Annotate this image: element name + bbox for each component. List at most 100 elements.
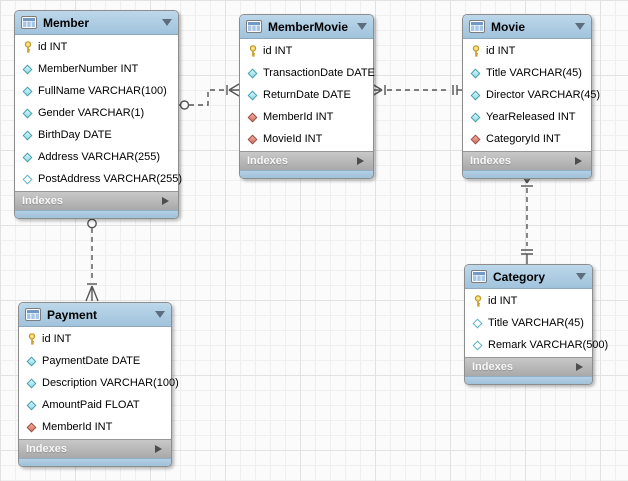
column-row[interactable]: PaymentDate DATE: [19, 350, 171, 372]
column-row[interactable]: Title VARCHAR(45): [465, 312, 592, 334]
table-header[interactable]: Category: [465, 265, 592, 289]
primary-key-icon: [26, 332, 37, 345]
table-title: Payment: [47, 307, 98, 322]
table-bottom-strip: [465, 376, 592, 384]
table-bottom-strip: [463, 170, 591, 178]
expand-arrow-icon[interactable]: [575, 157, 582, 165]
column-row[interactable]: id INT: [465, 290, 592, 312]
table-category[interactable]: Category id INT Title VARCHAR(45) Remark V…: [464, 264, 608, 385]
indexes-bar[interactable]: Indexes: [465, 357, 592, 376]
foreign-key-icon: [26, 421, 37, 433]
relationship-movie-category[interactable]: [520, 172, 534, 264]
relationship-member-payment[interactable]: [85, 212, 99, 302]
crowfoot-icon: [85, 285, 99, 302]
indexes-bar[interactable]: Indexes: [463, 151, 591, 170]
column-row[interactable]: MovieId INT: [240, 128, 373, 150]
indexes-label: Indexes: [26, 443, 67, 455]
column-label: id INT: [486, 45, 516, 57]
column-label: MemberId INT: [263, 111, 334, 123]
table-header[interactable]: MemberMovie: [240, 15, 373, 39]
column-label: Title VARCHAR(45): [488, 317, 584, 329]
column-icon: [470, 111, 481, 123]
column-row[interactable]: YearReleased INT: [463, 106, 591, 128]
column-label: Director VARCHAR(45): [486, 89, 601, 101]
column-row[interactable]: id INT: [15, 36, 178, 58]
column-icon: [22, 85, 33, 97]
double-bar-icon: [521, 249, 533, 255]
collapse-arrow-icon[interactable]: [576, 273, 586, 280]
column-row[interactable]: MemberNumber INT: [15, 58, 178, 80]
column-label: CategoryId INT: [486, 133, 561, 145]
table-bottom-strip: [19, 458, 171, 466]
column-label: Remark VARCHAR(500): [488, 339, 609, 351]
column-row[interactable]: MemberId INT: [19, 416, 171, 438]
column-nullable-icon: [472, 317, 483, 329]
column-label: MemberNumber INT: [38, 63, 139, 75]
collapse-arrow-icon[interactable]: [162, 19, 172, 26]
column-row[interactable]: MemberId INT: [240, 106, 373, 128]
collapse-arrow-icon[interactable]: [575, 23, 585, 30]
column-row[interactable]: PostAddress VARCHAR(255): [15, 168, 182, 190]
primary-key-icon: [470, 44, 481, 57]
table-movie[interactable]: Movie id INT Title VARCHAR(45) Director VA…: [462, 14, 600, 179]
column-label: Description VARCHAR(100): [42, 377, 179, 389]
table-icon: [469, 20, 485, 33]
table-icon: [471, 270, 487, 283]
expand-arrow-icon[interactable]: [162, 197, 169, 205]
table-icon: [246, 20, 262, 33]
table-header[interactable]: Member: [15, 11, 178, 35]
column-row[interactable]: id INT: [240, 40, 373, 62]
expand-arrow-icon[interactable]: [576, 363, 583, 371]
column-row[interactable]: Remark VARCHAR(500): [465, 334, 608, 356]
column-icon: [247, 89, 258, 101]
column-row[interactable]: Description VARCHAR(100): [19, 372, 179, 394]
column-label: id INT: [38, 41, 68, 53]
column-row[interactable]: Director VARCHAR(45): [463, 84, 600, 106]
primary-key-icon: [472, 294, 483, 307]
column-row[interactable]: Title VARCHAR(45): [463, 62, 591, 84]
double-bar-icon: [452, 85, 458, 95]
column-icon: [22, 129, 33, 141]
column-list: id INT MemberNumber INT FullName VARCHAR(1…: [15, 35, 182, 191]
indexes-bar[interactable]: Indexes: [15, 191, 178, 210]
column-label: Gender VARCHAR(1): [38, 107, 145, 119]
relationship-member-membermovie[interactable]: [177, 83, 240, 110]
indexes-bar[interactable]: Indexes: [240, 151, 373, 170]
indexes-label: Indexes: [22, 195, 63, 207]
column-row[interactable]: FullName VARCHAR(100): [15, 80, 178, 102]
column-row[interactable]: AmountPaid FLOAT: [19, 394, 171, 416]
column-row[interactable]: Address VARCHAR(255): [15, 146, 178, 168]
column-row[interactable]: BirthDay DATE: [15, 124, 178, 146]
table-membermovie[interactable]: MemberMovie id INT TransactionDate DATE Re…: [239, 14, 375, 179]
column-list: id INT Title VARCHAR(45) Remark VARCHAR(50…: [465, 289, 608, 357]
table-header[interactable]: Payment: [19, 303, 171, 327]
relationship-membermovie-movie[interactable]: [371, 83, 462, 97]
collapse-arrow-icon[interactable]: [357, 23, 367, 30]
column-row[interactable]: id INT: [19, 328, 171, 350]
expand-arrow-icon[interactable]: [155, 445, 162, 453]
foreign-key-icon: [247, 111, 258, 123]
column-row[interactable]: CategoryId INT: [463, 128, 591, 150]
table-title: Category: [493, 269, 546, 284]
indexes-label: Indexes: [470, 155, 511, 167]
column-row[interactable]: Gender VARCHAR(1): [15, 102, 178, 124]
collapse-arrow-icon[interactable]: [155, 311, 165, 318]
column-label: AmountPaid FLOAT: [42, 399, 140, 411]
column-row[interactable]: id INT: [463, 40, 591, 62]
column-icon: [22, 151, 33, 163]
table-member[interactable]: Member id INT MemberNumber INT FullName VA…: [14, 10, 182, 219]
primary-key-icon: [247, 44, 258, 57]
column-nullable-icon: [22, 173, 33, 185]
column-icon: [470, 89, 481, 101]
expand-arrow-icon[interactable]: [357, 157, 364, 165]
indexes-bar[interactable]: Indexes: [19, 439, 171, 458]
column-label: TransactionDate DATE: [263, 67, 375, 79]
table-title: Movie: [491, 19, 526, 34]
column-row[interactable]: ReturnDate DATE: [240, 84, 373, 106]
column-row[interactable]: TransactionDate DATE: [240, 62, 375, 84]
column-label: FullName VARCHAR(100): [38, 85, 167, 97]
table-header[interactable]: Movie: [463, 15, 591, 39]
